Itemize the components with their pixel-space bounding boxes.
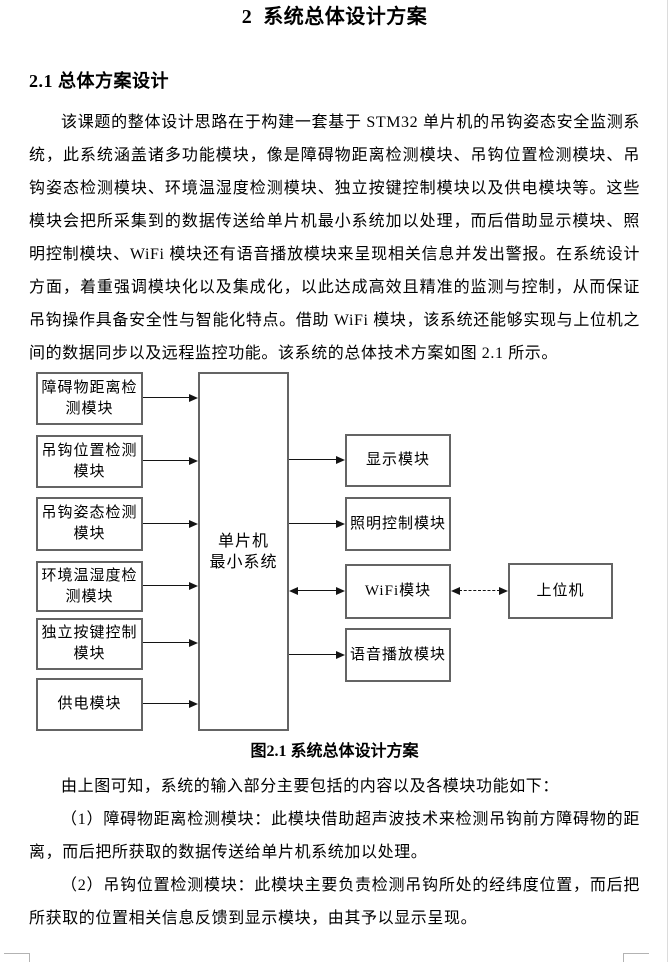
- module-box-power-supply: 供电模块: [36, 678, 143, 731]
- module-box-hook-attitude: 吊钩姿态检测模块: [36, 497, 143, 551]
- arrow-line: [289, 654, 337, 655]
- arrow-key-to-mcu: [143, 638, 198, 648]
- figure-caption: 图2.1 系统总体设计方案: [250, 743, 419, 760]
- list-item-2-position-module: （2）吊钩位置检测模块：此模块主要负责检测吊钩所处的经纬度位置，而后把所获取的位…: [29, 877, 640, 927]
- module-box-obstacle-distance: 障碍物距离检测模块: [36, 372, 143, 425]
- arrow-head-left-icon: [289, 586, 298, 595]
- arrow-line: [289, 523, 337, 524]
- arrow-line: [459, 590, 500, 591]
- module-box-host-computer: 上位机: [508, 563, 613, 619]
- text-boundary-mark-bottom-right-v: [623, 953, 624, 962]
- arrow-mcu-wifi-bidirectional: [289, 586, 345, 596]
- mcu-label-line1: 单片机: [217, 532, 269, 550]
- chapter-title: 2 系统总体设计方案: [241, 6, 428, 28]
- arrow-head-right-icon: [189, 699, 198, 708]
- list-item-1-obstacle-module: （1）障碍物距离检测模块：此模块借助超声波技术来检测吊钩前方障碍物的距离，而后把…: [29, 811, 640, 861]
- arrow-head-right-icon: [336, 650, 345, 659]
- module-box-lighting-control: 照明控制模块: [345, 497, 451, 551]
- module-box-key-control: 独立按键控制模块: [36, 618, 143, 670]
- module-box-audio-playback: 语音播放模块: [345, 628, 451, 682]
- module-box-wifi: WiFi模块: [345, 564, 451, 619]
- arrow-mcu-to-display: [289, 455, 345, 465]
- text-boundary-mark-bottom-left-h: [4, 953, 30, 954]
- module-box-hook-position: 吊钩位置检测模块: [36, 435, 143, 488]
- module-box-temp-humidity: 环境温湿度检测模块: [36, 561, 143, 612]
- arrow-power-to-mcu: [143, 699, 198, 709]
- bottom-text-block: 由上图可知，系统的输入部分主要包括的内容以及各模块功能如下： （1）障碍物距离检…: [29, 770, 640, 935]
- page-edge-line: [667, 0, 668, 962]
- arrow-mcu-to-lighting: [289, 519, 345, 529]
- arrow-head-right-icon: [189, 519, 198, 528]
- body-paragraph-intro-list: 由上图可知，系统的输入部分主要包括的内容以及各模块功能如下：: [61, 778, 560, 795]
- section-heading: 2.1 总体方案设计: [29, 71, 169, 91]
- arrow-wifi-host-dashed-bidirectional: [451, 586, 508, 596]
- arrow-head-right-icon: [189, 638, 198, 647]
- arrow-line: [143, 703, 190, 704]
- arrow-obstacle-to-mcu: [143, 393, 198, 403]
- arrow-head-right-icon: [189, 581, 198, 590]
- arrow-humidity-to-mcu: [143, 581, 198, 591]
- body-paragraph-overview: 该课题的整体设计思路在于构建一套基于 STM32 单片机的吊钩姿态安全监测系统，…: [29, 114, 640, 362]
- arrow-position-to-mcu: [143, 456, 198, 466]
- arrow-line: [297, 590, 337, 591]
- arrow-line: [143, 397, 190, 398]
- arrow-line: [289, 459, 337, 460]
- arrow-head-right-icon: [336, 586, 345, 595]
- arrow-line: [143, 585, 190, 586]
- text-boundary-mark-bottom-left-v: [29, 953, 30, 962]
- arrow-head-right-icon: [499, 586, 508, 595]
- text-boundary-mark-bottom-right-h: [623, 953, 649, 954]
- module-box-display: 显示模块: [345, 434, 451, 487]
- arrow-head-right-icon: [336, 455, 345, 464]
- arrow-line: [143, 642, 190, 643]
- arrow-head-left-icon: [451, 586, 460, 595]
- mcu-label-line2: 最小系统: [209, 553, 278, 571]
- module-box-mcu-minimal-system: 单片机 最小系统: [198, 372, 289, 731]
- arrow-head-right-icon: [189, 456, 198, 465]
- arrow-head-right-icon: [189, 393, 198, 402]
- arrow-line: [143, 460, 190, 461]
- arrow-head-right-icon: [336, 519, 345, 528]
- arrow-attitude-to-mcu: [143, 519, 198, 529]
- arrow-line: [143, 523, 190, 524]
- arrow-mcu-to-audio: [289, 650, 345, 660]
